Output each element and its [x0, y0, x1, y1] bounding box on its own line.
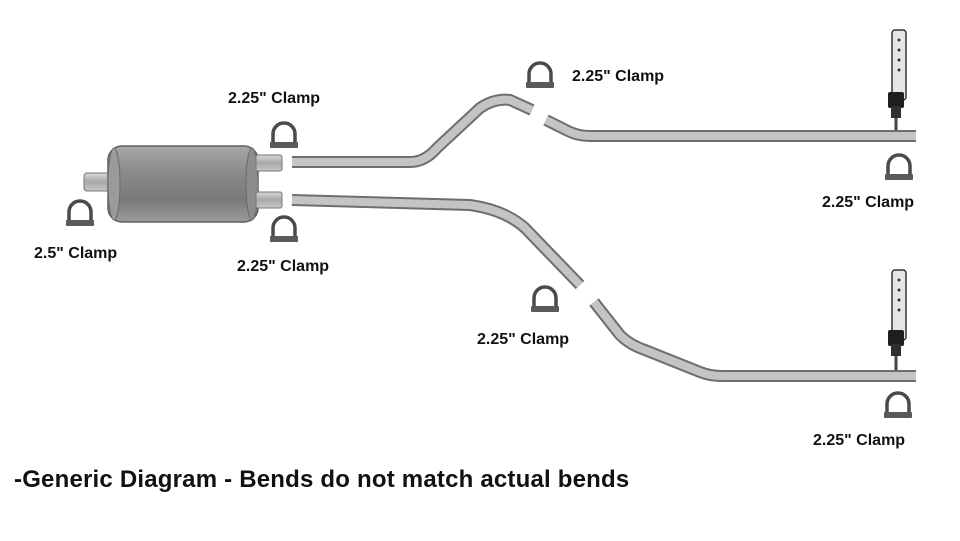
label-clamp-bottom-tip: 2.25" Clamp	[813, 432, 906, 449]
lower-pipe-section-2	[589, 298, 916, 382]
muffler-outlet-upper	[255, 154, 283, 172]
clamp-icon-muffler-inlet	[66, 199, 94, 226]
hanger-icon-top	[888, 29, 907, 130]
upper-pipe-run	[292, 93, 916, 168]
clamp-icon-outlet-bottom	[270, 215, 298, 242]
muffler	[83, 145, 283, 223]
label-clamp-top-tip: 2.25" Clamp	[822, 194, 915, 211]
label-clamp-top-joint: 2.25" Clamp	[572, 68, 665, 85]
label-clamp-outlet-top: 2.25" Clamp	[228, 90, 321, 107]
diagram-caption: -Generic Diagram - Bends do not match ac…	[14, 466, 630, 493]
muffler-body	[107, 145, 259, 223]
clamp-icon-outlet-top	[270, 121, 298, 148]
clamp-icon-bottom-tip	[884, 391, 912, 418]
hanger-icon-bottom	[888, 269, 907, 370]
muffler-outlet-lower	[255, 191, 283, 209]
label-clamp-muffler-inlet: 2.5" Clamp	[34, 245, 118, 262]
clamp-icon-top-joint	[526, 61, 554, 88]
label-clamp-bottom-joint: 2.25" Clamp	[477, 331, 570, 348]
label-clamp-outlet-bottom: 2.25" Clamp	[237, 258, 330, 275]
lower-pipe-run	[291, 194, 916, 382]
clamp-icon-top-tip	[885, 153, 913, 180]
clamp-icon-bottom-joint	[531, 285, 559, 312]
upper-pipe-section-1	[292, 93, 535, 168]
